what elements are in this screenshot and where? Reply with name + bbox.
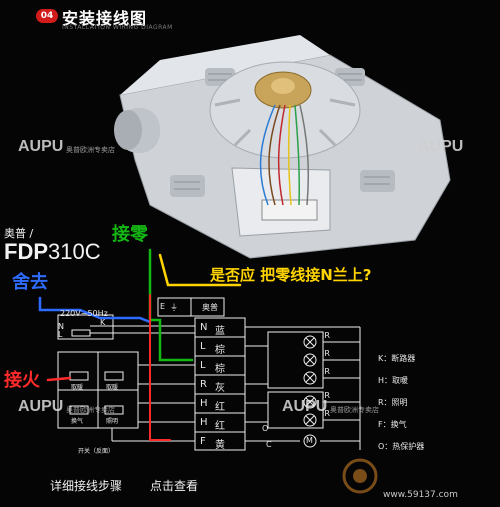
terminal-name: 蓝 [215, 326, 225, 337]
terminal-code: R [200, 379, 207, 390]
lamp-label: IR [322, 391, 330, 400]
footer-text: 详细接线步骤 [50, 479, 123, 493]
site-url: www.59137.com [383, 490, 458, 500]
page-subtitle: INSTALLATION WIRING DIAGRAM [62, 24, 173, 31]
model-main: FDP [4, 239, 48, 264]
brand-watermark-lower: AUPU [18, 398, 64, 415]
view-details-link[interactable]: 点击查看 [150, 479, 199, 493]
terminal-name: 红 [215, 402, 225, 413]
lamp-label: IR [322, 367, 330, 376]
legend-item: F：换气 [378, 420, 407, 429]
lamp-label: IR [322, 349, 330, 358]
page-title: 安装接线图 [62, 9, 148, 28]
section-badge: 04 [36, 9, 58, 23]
live-note: 接火 [4, 370, 40, 391]
legend-item: O：热保护器 [378, 442, 425, 451]
question-note: 是否应 把零线接N兰上? [210, 266, 372, 284]
lamp-label: IR [322, 331, 330, 340]
legend-item: R：照明 [378, 398, 408, 407]
l-label: L [58, 330, 63, 339]
legend-item: K：断路器 [378, 354, 416, 363]
page-header: 04 安装接线图 INSTALLATION WIRING DIAGRAM [0, 0, 500, 32]
e-label: E [160, 302, 166, 311]
remove-note: 舍去 [12, 272, 48, 293]
o-label: O [262, 424, 269, 433]
terminal-code: L [200, 360, 206, 371]
ground-icon: ⏚ [170, 303, 178, 312]
diagram-legend: K：断路器 H：取暖 R：照明 F：换气 O：热保护器 [378, 348, 424, 458]
legend-item: H：取暖 [378, 376, 409, 385]
brand-watermark: AUPU [18, 138, 64, 155]
brand-cn-watermark-lower-mid: 奥普欧洲专卖店 [330, 406, 379, 414]
power-label: 220V~50Hz [60, 309, 108, 318]
terminal-code: H [200, 417, 208, 428]
switch-heat2: 取暖 [106, 384, 119, 391]
m-label: M [306, 436, 313, 445]
terminal-name: 灰 [215, 383, 225, 394]
switch-heat1: 取暖 [71, 384, 84, 391]
brand-cn-watermark: 奥普欧洲专卖店 [66, 146, 115, 154]
site-logo-icon [342, 458, 378, 494]
k-label: K [100, 318, 106, 327]
switch-light: 照明 [106, 418, 119, 425]
lamp-label: IR [322, 409, 330, 418]
brand-watermark-right: AUPU [418, 138, 464, 155]
terminal-code: N [200, 322, 208, 333]
n-label: N [58, 322, 64, 331]
product-model: FDP310C [4, 239, 101, 265]
neutral-note: 接零 [112, 224, 148, 245]
terminal-code: L [200, 341, 206, 352]
terminal-name: 红 [215, 421, 225, 432]
terminal-name: 棕 [215, 364, 225, 375]
model-number: 310C [48, 239, 101, 264]
terminal-code: F [200, 436, 206, 447]
terminal-name: 黄 [215, 440, 225, 451]
switch-label: 开关（反面） [78, 448, 115, 455]
device-illustration [114, 35, 451, 259]
brand-tag: 奥普 [202, 303, 218, 312]
terminal-code: H [200, 398, 208, 409]
brand-cn-watermark-lower: 奥普欧洲专卖店 [66, 406, 115, 414]
terminal-name: 棕 [215, 345, 225, 356]
c-label: C [266, 440, 272, 449]
switch-vent: 换气 [71, 418, 84, 425]
product-brand: 奥普 / [4, 227, 34, 240]
